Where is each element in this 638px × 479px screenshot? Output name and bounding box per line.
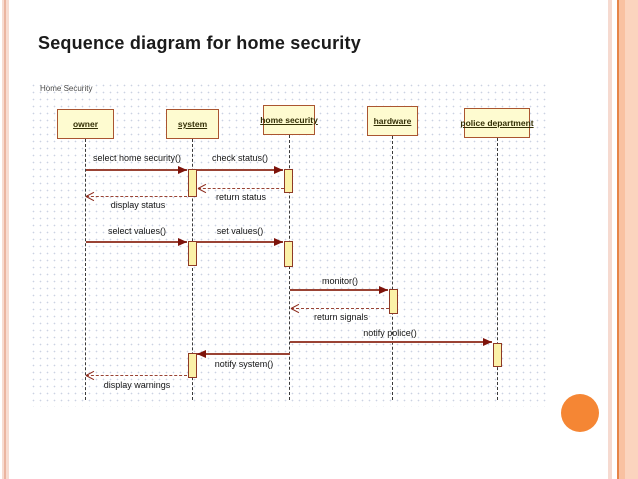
activation-bar-system	[188, 353, 197, 378]
message-line	[290, 289, 388, 291]
arrowhead	[483, 338, 492, 346]
activation-bar-police-department	[493, 343, 502, 367]
left-border-stripe-inner	[6, 0, 9, 479]
diagram-frame-label: Home Security	[40, 84, 93, 93]
arrowhead	[379, 286, 388, 294]
lifeline-police-department	[497, 138, 498, 400]
message-line	[197, 353, 290, 355]
arrowhead	[274, 166, 283, 174]
message-line	[86, 375, 187, 376]
message-label: select home security()	[92, 153, 182, 163]
message-label: notify police()	[363, 328, 417, 338]
message-line	[197, 169, 283, 171]
activation-bar-home-security	[284, 169, 293, 193]
lifeline-head-owner: owner	[57, 109, 114, 139]
activation-bar-home-security	[284, 241, 293, 267]
activation-bar-system	[188, 169, 197, 197]
activation-bar-hardware	[389, 289, 398, 314]
left-border-stripe-dark	[4, 0, 6, 479]
arrowhead	[178, 238, 187, 246]
message-line	[86, 196, 187, 197]
message-line	[291, 308, 389, 309]
left-border-stripe	[2, 0, 4, 479]
message-label: select values()	[107, 226, 167, 236]
lifeline-head-hardware: hardware	[367, 106, 418, 136]
arrowhead	[197, 350, 206, 358]
arrowhead	[178, 166, 187, 174]
lifeline-head-system: system	[166, 109, 219, 139]
message-label: return status	[215, 192, 267, 202]
message-line	[290, 341, 492, 343]
lifeline-system	[192, 139, 193, 400]
right-border-stripe-pink	[608, 0, 612, 479]
right-border-band-light	[625, 0, 638, 479]
message-line	[198, 188, 284, 189]
message-label: set values()	[216, 226, 264, 236]
page-title: Sequence diagram for home security	[38, 33, 361, 53]
lifeline-owner	[85, 139, 86, 400]
message-label: display warnings	[103, 380, 171, 390]
arrowhead	[274, 238, 283, 246]
lifeline-home-security	[289, 135, 290, 400]
arrowhead	[86, 371, 95, 380]
message-label: return signals	[313, 312, 369, 322]
decorative-circle	[561, 394, 599, 432]
message-label: display status	[110, 200, 166, 210]
right-border-band	[619, 0, 625, 479]
message-label: monitor()	[321, 276, 358, 286]
activation-bar-system	[188, 241, 197, 266]
lifeline-hardware	[392, 136, 393, 400]
lifeline-head-home-security: home security	[260, 105, 318, 135]
message-line	[86, 241, 187, 243]
message-line	[86, 169, 187, 171]
lifeline-head-police-department: police department	[460, 108, 534, 138]
right-border-stripe-dark	[617, 0, 619, 479]
message-label: check status()	[211, 153, 269, 163]
message-line	[197, 241, 283, 243]
message-label: notify system()	[214, 359, 274, 369]
